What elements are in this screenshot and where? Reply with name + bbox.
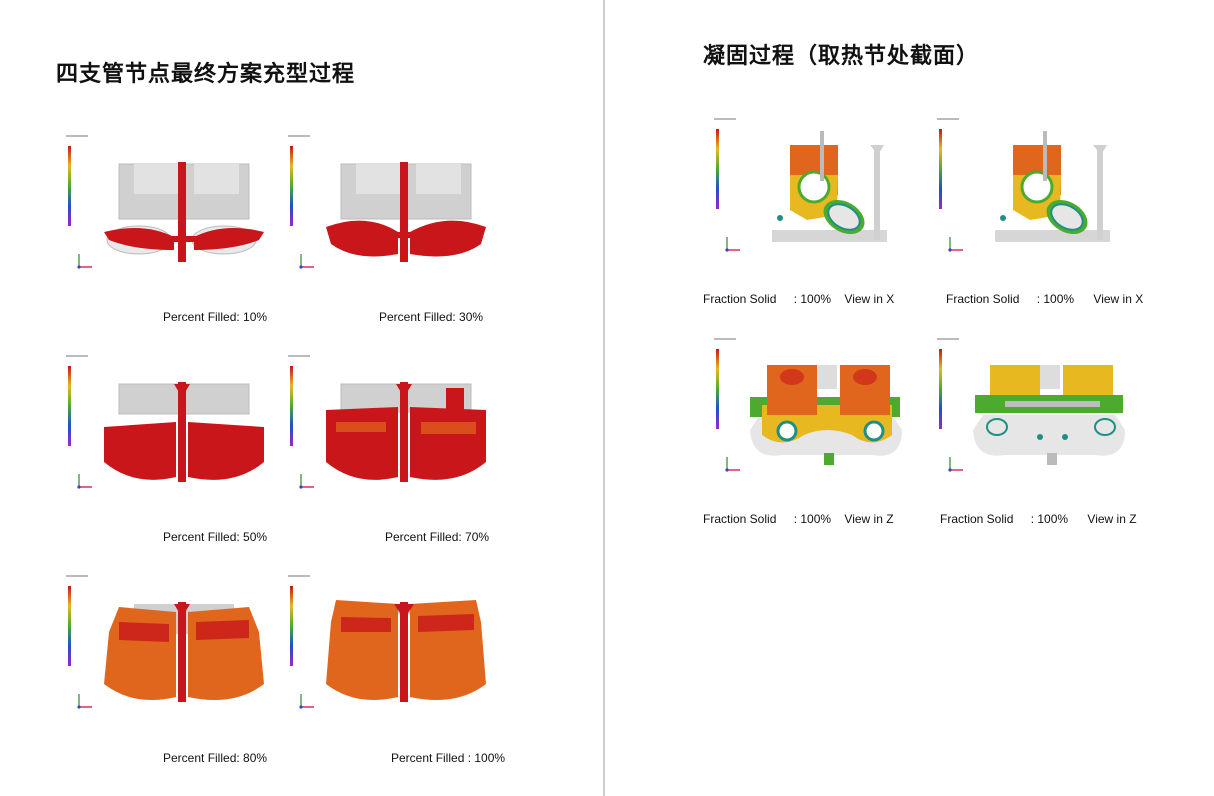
fill-caption-10: Percent Filled: 10% <box>163 310 268 324</box>
caption-label: Fraction Solid <box>703 512 777 526</box>
temperature-legend <box>66 135 88 226</box>
page-divider <box>603 0 605 796</box>
caption-label: Fraction Solid <box>946 292 1020 306</box>
temperature-legend <box>288 135 310 226</box>
solid-panel-x-1 <box>712 115 912 255</box>
temperature-legend <box>714 118 736 209</box>
solid-caption-2: Fraction Solid : 100% View in X <box>946 292 1143 306</box>
axis-triad-icon <box>299 254 314 269</box>
fill-panel-100 <box>286 572 496 712</box>
temperature-legend <box>714 338 736 429</box>
caption-label: Fraction Solid <box>940 512 1014 526</box>
fill-panel-70 <box>286 352 496 492</box>
caption-label: Fraction Solid <box>703 292 777 306</box>
caption-view: View in X <box>844 292 895 306</box>
axis-triad-icon <box>77 254 92 269</box>
axis-triad-icon <box>948 237 963 252</box>
temperature-legend <box>937 338 959 429</box>
axis-triad-icon <box>725 457 740 472</box>
fill-panel-80 <box>64 572 274 712</box>
fill-panel-30 <box>286 132 496 272</box>
temperature-legend <box>288 575 310 666</box>
solid-caption-4: Fraction Solid : 100% View in Z <box>940 512 1137 526</box>
fill-caption-50: Percent Filled: 50% <box>163 530 268 544</box>
temperature-legend <box>66 355 88 446</box>
fill-panel-10 <box>64 132 274 272</box>
solid-caption-1: Fraction Solid : 100% View in X <box>703 292 894 306</box>
solid-panel-z-2 <box>935 335 1135 475</box>
right-section-title: 凝固过程（取热节处截面） <box>703 44 980 69</box>
left-section-title: 四支管节点最终方案充型过程 <box>56 62 356 87</box>
caption-value: : 100% <box>1030 512 1069 526</box>
axis-triad-icon <box>948 457 963 472</box>
axis-triad-icon <box>77 474 92 489</box>
solid-caption-3: Fraction Solid : 100% View in Z <box>703 512 894 526</box>
temperature-legend <box>288 355 310 446</box>
caption-view: View in X <box>1093 292 1144 306</box>
fill-caption-70: Percent Filled: 70% <box>385 530 490 544</box>
axis-triad-icon <box>725 237 740 252</box>
solid-panel-z-1 <box>712 335 912 475</box>
axis-triad-icon <box>299 474 314 489</box>
fill-caption-100: Percent Filled : 100% <box>391 751 506 765</box>
caption-value: : 100% <box>793 292 832 306</box>
fill-caption-30: Percent Filled: 30% <box>379 310 484 324</box>
caption-value: : 100% <box>793 512 832 526</box>
caption-value: : 100% <box>1036 292 1075 306</box>
axis-triad-icon <box>299 694 314 709</box>
fill-caption-80: Percent Filled: 80% <box>163 751 268 765</box>
temperature-legend <box>66 575 88 666</box>
caption-view: View in Z <box>844 512 894 526</box>
fill-panel-50 <box>64 352 274 492</box>
temperature-legend <box>937 118 959 209</box>
caption-view: View in Z <box>1087 512 1137 526</box>
axis-triad-icon <box>77 694 92 709</box>
solid-panel-x-2 <box>935 115 1135 255</box>
